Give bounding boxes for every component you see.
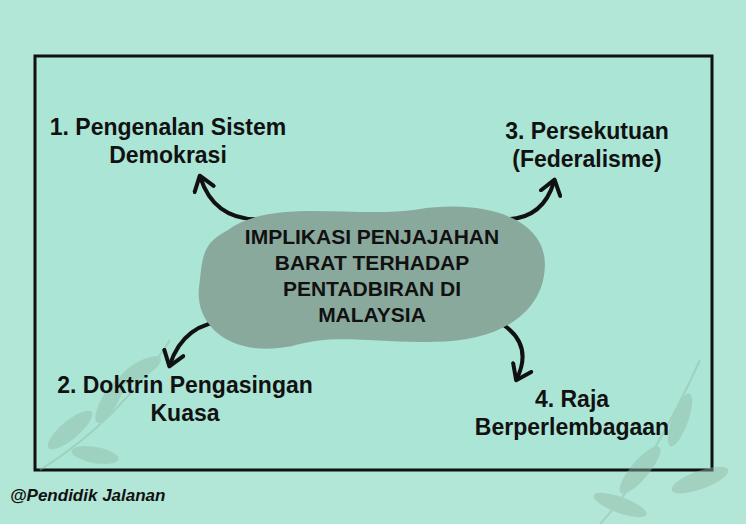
topic-label: 3. Persekutuan (Federalisme) — [477, 118, 697, 173]
watermark: @Pendidik Jalanan — [10, 486, 165, 506]
topic-label: 2. Doktrin Pengasingan Kuasa — [35, 372, 335, 427]
topic-text: 3. Persekutuan (Federalisme) — [477, 118, 697, 173]
blob-shape — [192, 202, 552, 351]
curved-arrow — [502, 182, 554, 220]
curved-arrow — [200, 178, 256, 220]
topic-label: 1. Pengenalan Sistem Demokrasi — [33, 114, 303, 169]
topic-text: 2. Doktrin Pengasingan Kuasa — [35, 372, 335, 427]
topic-label: 4. Raja Berperlembagaan — [447, 386, 697, 441]
topic-text: 1. Pengenalan Sistem Demokrasi — [33, 114, 303, 169]
central-title: IMPLIKASI PENJAJAHAN BARAT TERHADAP PENT… — [242, 224, 502, 329]
topic-text: 4. Raja Berperlembagaan — [447, 386, 697, 441]
central-blob: IMPLIKASI PENJAJAHAN BARAT TERHADAP PENT… — [192, 202, 552, 351]
curved-arrow — [502, 324, 523, 379]
leaves-right — [591, 360, 731, 524]
